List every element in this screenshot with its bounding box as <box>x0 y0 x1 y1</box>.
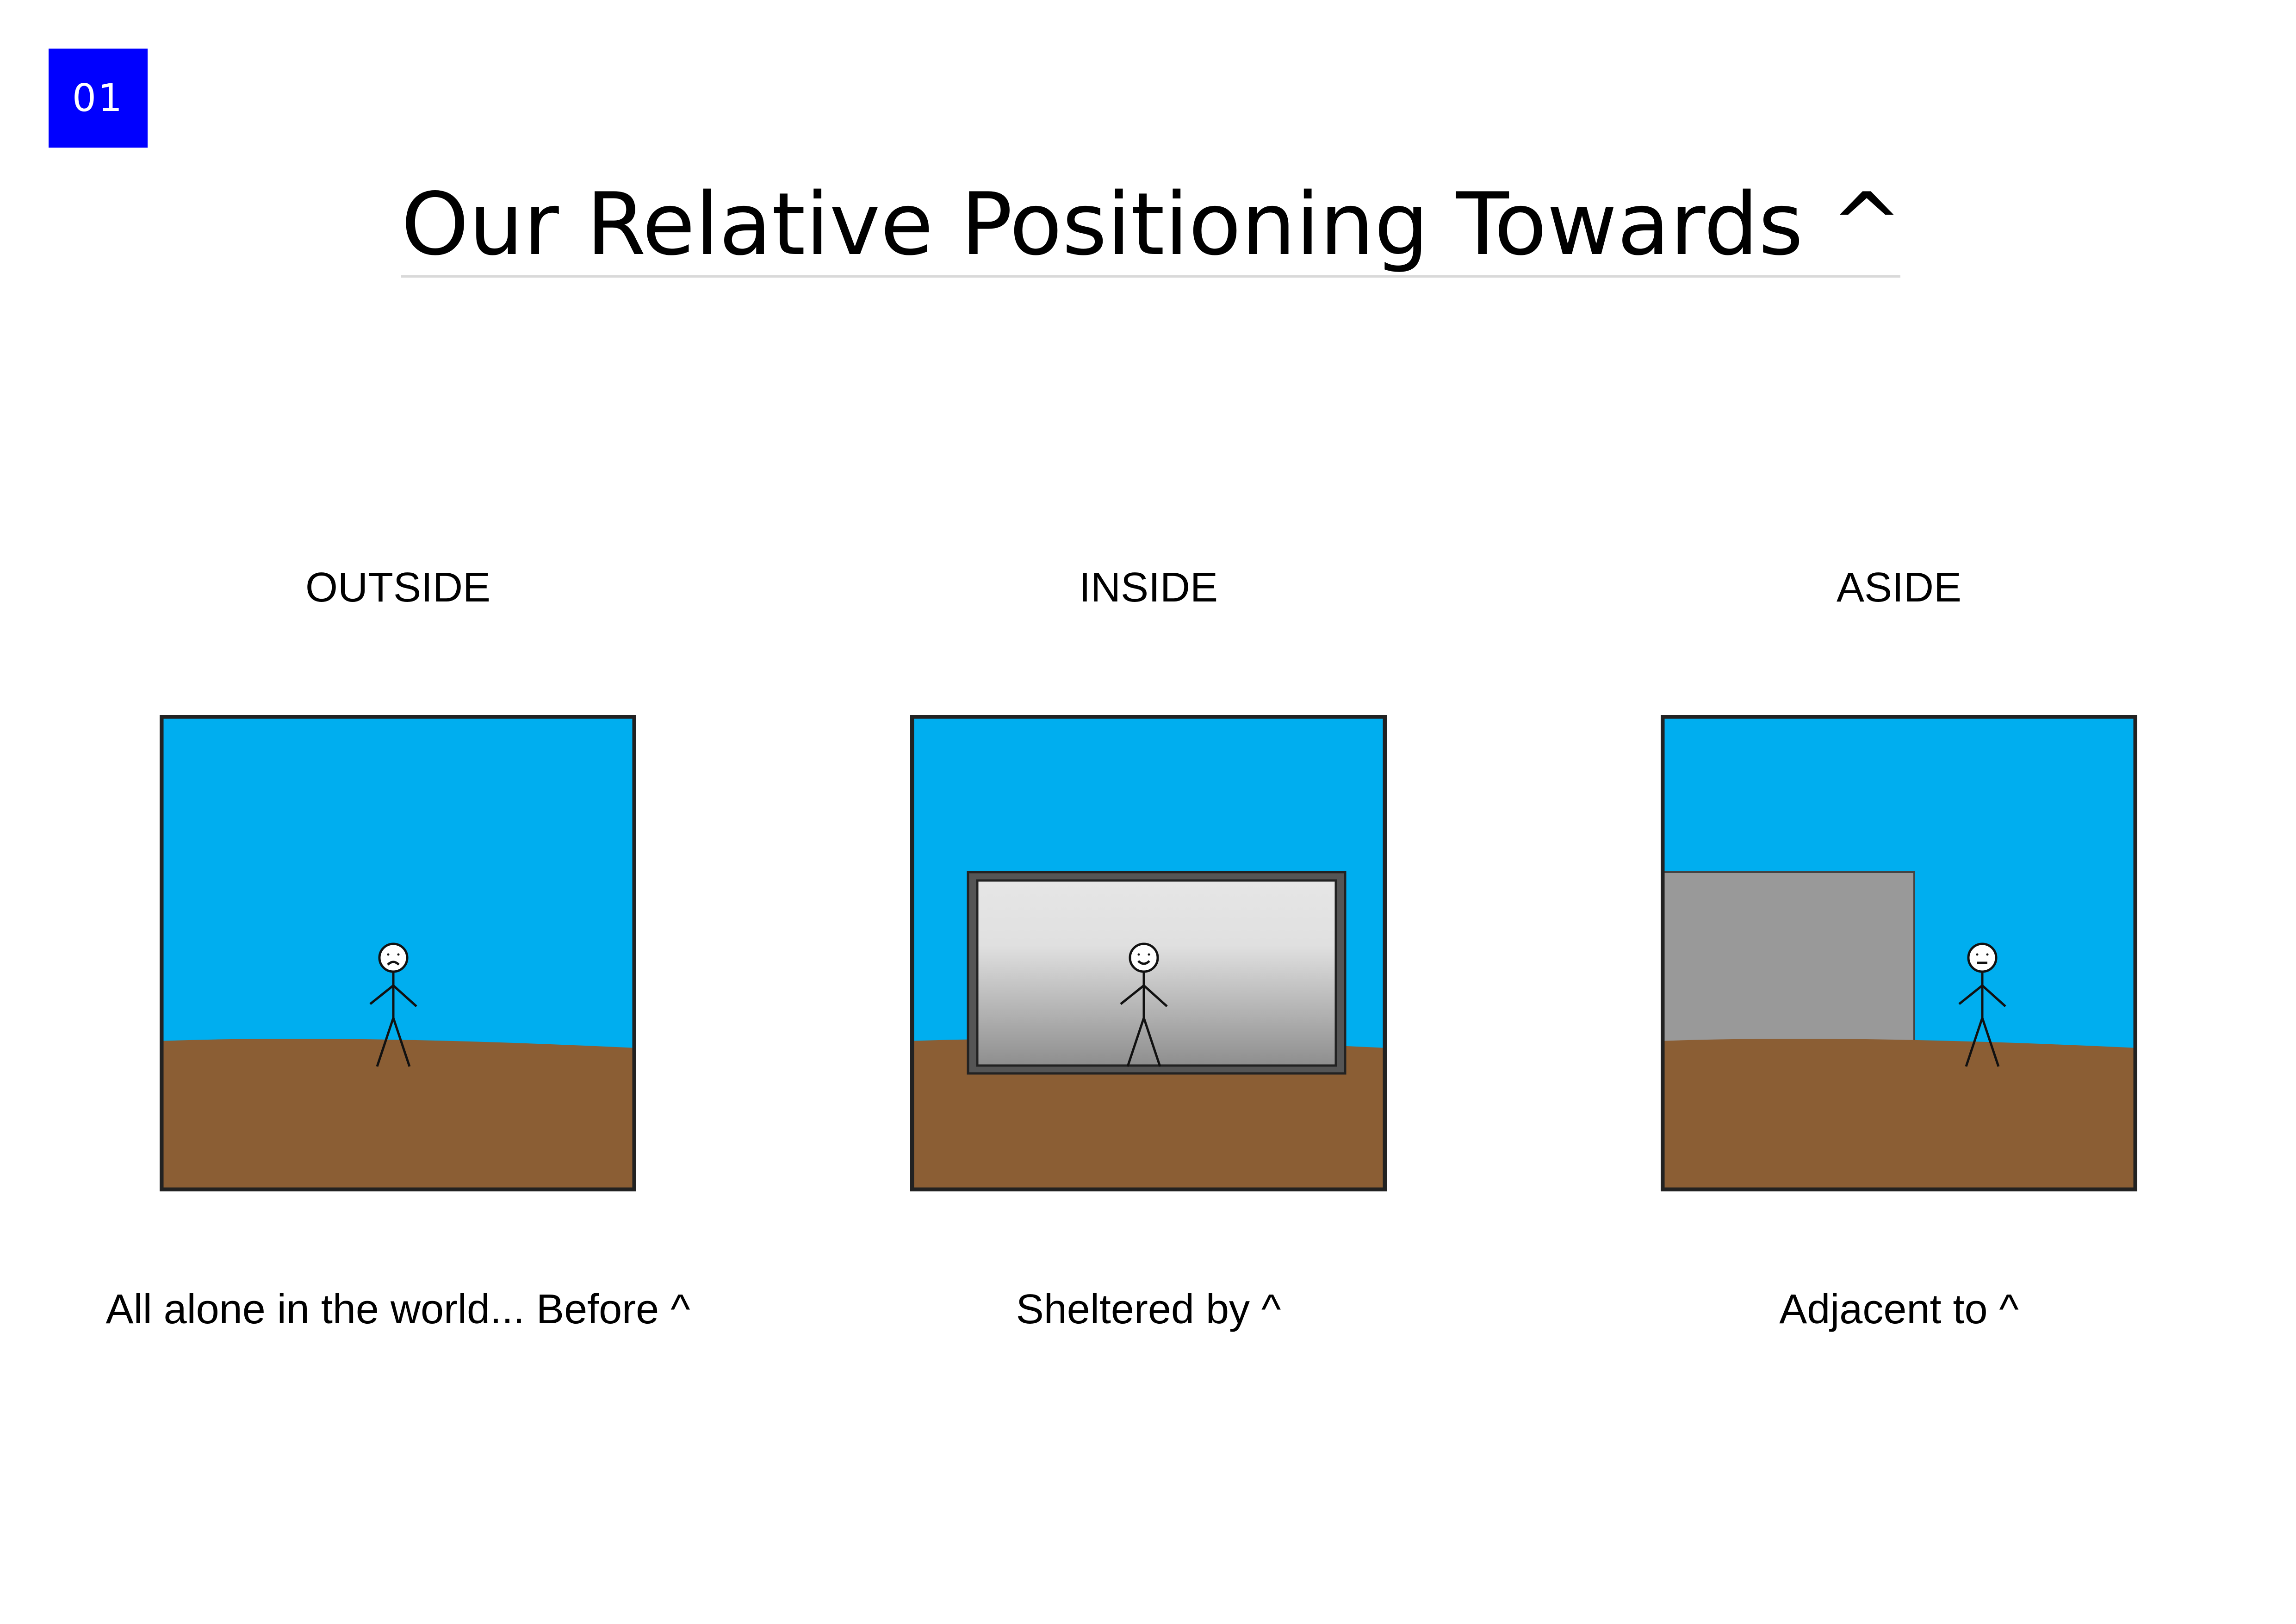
inside-scene-illustration <box>910 715 1387 1191</box>
page-title: Our Relative Positioning Towards ^ <box>401 171 1903 278</box>
panel-heading-inside: INSIDE <box>1079 564 1218 611</box>
happy-stick-figure-icon <box>1120 942 1168 1067</box>
neutral-stick-figure-icon <box>1958 942 2006 1067</box>
shelter-building <box>967 871 1347 1075</box>
panel-caption-inside: Sheltered by ^ <box>1016 1286 1281 1333</box>
sad-stick-figure-icon <box>369 942 417 1067</box>
panel-heading-outside: OUTSIDE <box>305 564 491 611</box>
aside-frame <box>1661 715 2137 1191</box>
aside-scene-illustration <box>1661 715 2137 1191</box>
panel-caption-outside: All alone in the world... Before ^ <box>105 1286 690 1333</box>
panel-caption-aside: Adjacent to ^ <box>1779 1286 2019 1333</box>
outside-scene-illustration <box>160 715 636 1191</box>
panel-heading-aside: ASIDE <box>1836 564 1962 611</box>
ground <box>913 1039 1384 1189</box>
page-number-badge: 01 <box>49 49 148 148</box>
adjacent-building <box>1663 871 1915 1047</box>
ground <box>162 1039 633 1189</box>
ground <box>1663 1039 2135 1189</box>
outside-frame <box>160 715 636 1191</box>
inside-frame <box>910 715 1387 1191</box>
